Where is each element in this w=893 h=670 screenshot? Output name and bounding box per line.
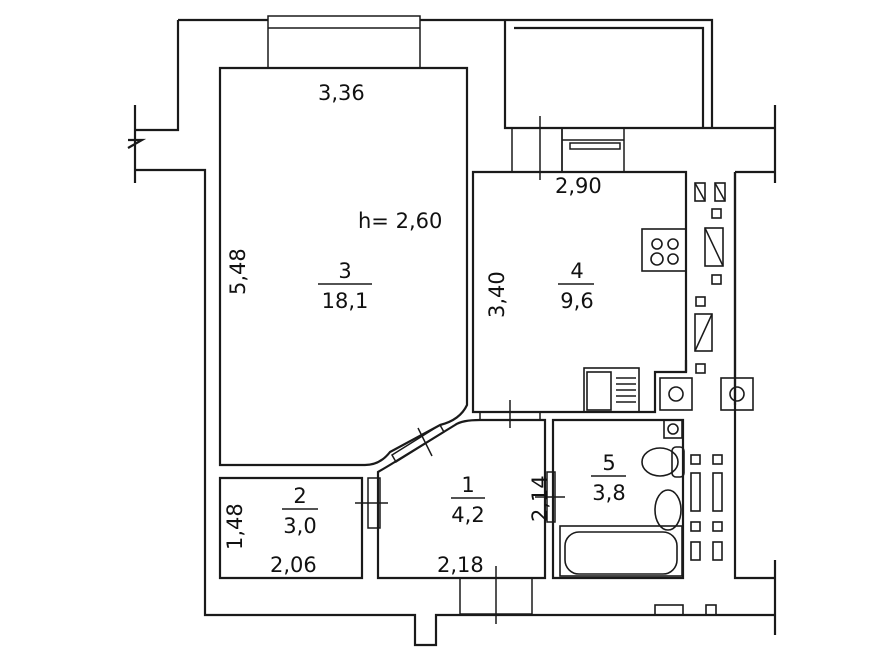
dim-room1-length: 2,14 bbox=[528, 475, 552, 522]
room-3 bbox=[218, 66, 469, 467]
toilet bbox=[641, 447, 679, 477]
room-1 bbox=[376, 400, 547, 624]
stove bbox=[641, 228, 687, 272]
room-area: 3,0 bbox=[283, 514, 316, 538]
room-number: 4 bbox=[570, 259, 583, 283]
dim-room2-width: 2,06 bbox=[270, 553, 317, 577]
room-2 bbox=[218, 476, 388, 580]
room-2-label: 2 3,0 bbox=[282, 484, 318, 538]
dim-room2-length: 1,48 bbox=[223, 503, 247, 550]
window-top-room3 bbox=[267, 15, 421, 69]
kitchen-sink bbox=[583, 367, 640, 413]
bathtub bbox=[559, 525, 683, 577]
room-number: 3 bbox=[338, 259, 351, 283]
room-area: 9,6 bbox=[560, 289, 593, 313]
room-number: 2 bbox=[293, 484, 306, 508]
dim-room4-width: 2,90 bbox=[555, 174, 602, 198]
window-room4 bbox=[511, 116, 625, 180]
room-area: 4,2 bbox=[451, 503, 484, 527]
room-1-label: 1 4,2 bbox=[451, 473, 485, 527]
room-5-bathroom bbox=[535, 418, 685, 580]
kitchen-fixtures bbox=[583, 228, 754, 413]
room-number: 5 bbox=[602, 451, 615, 475]
room-3-label: 3 18,1 bbox=[318, 259, 372, 313]
ceiling-height-label: h= 2,60 bbox=[358, 209, 442, 233]
room-area: 18,1 bbox=[322, 289, 369, 313]
dim-room3-length: 5,48 bbox=[226, 248, 250, 295]
room-4-label: 4 9,6 bbox=[558, 259, 594, 313]
room-number: 1 bbox=[461, 473, 474, 497]
dim-room3-width: 3,36 bbox=[318, 81, 365, 105]
outer-walls bbox=[127, 18, 777, 647]
dim-room1-width: 2,18 bbox=[437, 553, 484, 577]
room-4 bbox=[471, 170, 688, 414]
ventilation-shafts bbox=[654, 172, 737, 616]
room-5-label: 5 3,8 bbox=[591, 451, 626, 505]
dim-room4-length: 3,40 bbox=[485, 271, 509, 318]
sink bbox=[654, 489, 682, 531]
room-area: 3,8 bbox=[592, 481, 625, 505]
